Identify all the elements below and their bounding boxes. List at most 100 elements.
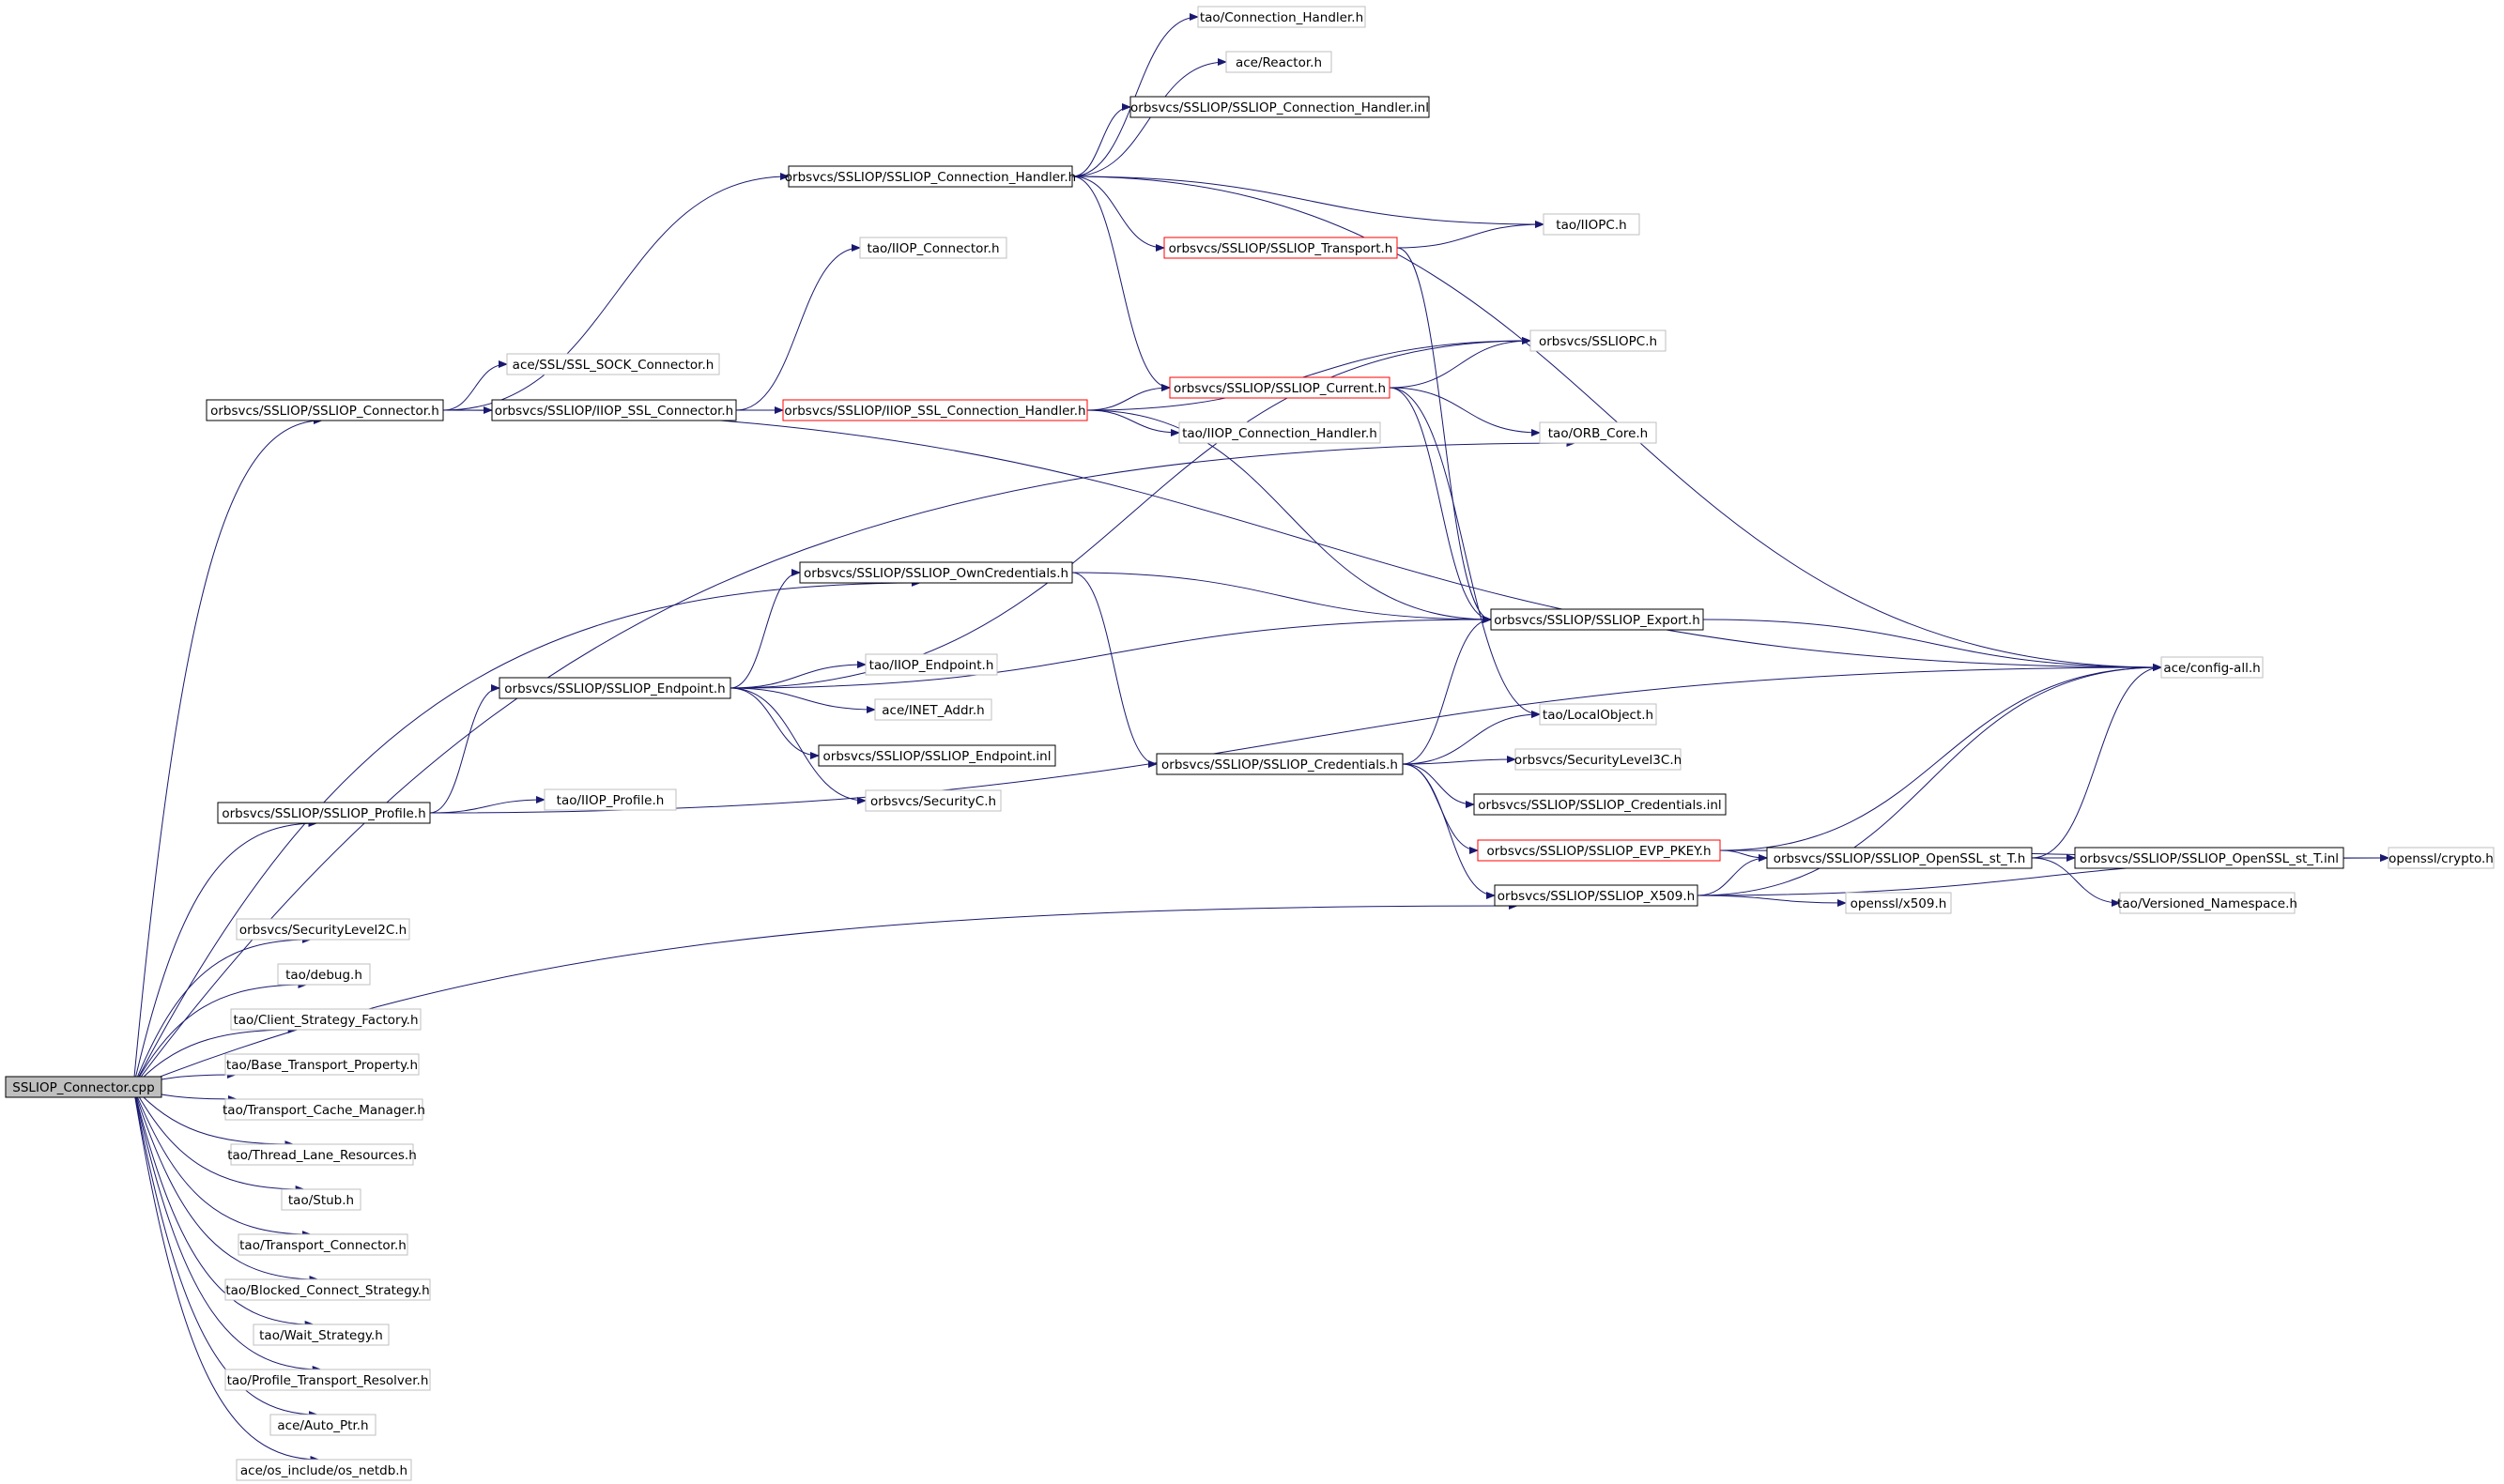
node-box — [1156, 753, 1404, 775]
edge-ssliop_credentials_h-to-ssliop_export_h — [1402, 616, 1492, 765]
edge-root-to-tao_orb_core_h — [132, 439, 1576, 1088]
node-tao-iiop-conn-handler-h[interactable]: tao/IIOP_Connection_Handler.h — [1178, 421, 1381, 444]
node-box — [1490, 608, 1704, 631]
node-root[interactable]: SSLIOP_Connector.cpp — [5, 1076, 162, 1098]
node-openssl-crypto-h[interactable]: openssl/crypto.h — [2388, 847, 2495, 869]
node-label: orbsvcs/SSLIOP/SSLIOP_X509.h — [1498, 889, 1695, 904]
edge-root-to-ssliop_owncred_h — [132, 579, 921, 1088]
edge-ssliop_transport_h-to-ssliop_export_h — [1396, 247, 1492, 623]
node-label: tao/Profile_Transport_Resolver.h — [227, 1373, 429, 1388]
edge-ssliop_owncred_h-to-ssliop_export_h — [1071, 572, 1492, 623]
edge-root-to-tao_blocked_connect_strategy_h — [132, 1086, 319, 1283]
node-ssliop-conn-handler-h[interactable]: orbsvcs/SSLIOP/SSLIOP_Connection_Handler… — [785, 165, 1076, 188]
node-box — [253, 1323, 390, 1346]
node-box — [206, 399, 444, 421]
edge-ssliop_x509_h-to-openssl_x509_h — [1697, 895, 1847, 907]
node-tao-versioned-namespace-h[interactable]: tao/Versioned_Namespace.h — [2117, 892, 2297, 914]
node-tao-iiop-profile-h[interactable]: tao/IIOP_Profile.h — [544, 788, 677, 811]
node-tao-profile-transport-resolver-h[interactable]: tao/Profile_Transport_Resolver.h — [224, 1369, 431, 1391]
node-ssliop-transport-h[interactable]: orbsvcs/SSLIOP/SSLIOP_Transport.h — [1163, 237, 1398, 259]
node-box — [236, 918, 410, 941]
node-ace-os-netdb-h[interactable]: ace/os_include/os_netdb.h — [236, 1459, 412, 1481]
node-box — [1539, 421, 1657, 444]
node-tao-iiop-connector-h[interactable]: tao/IIOP_Connector.h — [859, 237, 1007, 259]
node-label: tao/LocalObject.h — [1543, 708, 1653, 723]
node-ace-ssl-sock-connector-h[interactable]: ace/SSL/SSL_SOCK_Connector.h — [506, 353, 720, 375]
node-label: orbsvcs/SSLIOP/SSLIOP_OpenSSL_st_T.h — [1774, 851, 2026, 866]
node-label: tao/Blocked_Connect_Strategy.h — [225, 1283, 429, 1298]
node-ace-config-all-h[interactable]: ace/config-all.h — [2160, 656, 2264, 679]
node-securitylevel2c-h[interactable]: orbsvcs/SecurityLevel2C.h — [236, 918, 410, 941]
node-securitylevel3c-h[interactable]: orbsvcs/SecurityLevel3C.h — [1514, 748, 1682, 771]
node-ssliop-openssl-st-t-inl[interactable]: orbsvcs/SSLIOP/SSLIOP_OpenSSL_st_T.inl — [2074, 847, 2344, 869]
node-ssliop-conn-handler-inl[interactable]: orbsvcs/SSLIOP/SSLIOP_Connection_Handler… — [1129, 96, 1430, 118]
node-ssliop-credentials-h[interactable]: orbsvcs/SSLIOP/SSLIOP_Credentials.h — [1156, 753, 1404, 775]
edge-root-to-ace_os_netdb_h — [132, 1086, 320, 1463]
edge-root-to-tao_debug_h — [132, 981, 308, 1088]
node-label: tao/Connection_Handler.h — [1200, 10, 1363, 25]
node-iiop-ssl-conn-handler-h[interactable]: orbsvcs/SSLIOP/IIOP_SSL_Connection_Handl… — [782, 399, 1088, 421]
node-label: tao/IIOP_Connection_Handler.h — [1182, 426, 1377, 441]
node-ssliop-profile-h[interactable]: orbsvcs/SSLIOP/SSLIOP_Profile.h — [217, 802, 431, 824]
node-label: tao/IIOPC.h — [1556, 218, 1626, 233]
node-tao-stub-h[interactable]: tao/Stub.h — [281, 1188, 361, 1211]
node-sslipoc-h[interactable]: orbsvcs/SSLIOPC.h — [1529, 329, 1667, 352]
node-tao-conn-handler-h[interactable]: tao/Connection_Handler.h — [1197, 6, 1366, 28]
node-tao-transport-connector-h[interactable]: tao/Transport_Connector.h — [238, 1233, 408, 1256]
node-box — [865, 653, 998, 676]
node-ssliop-evp-pkey-h[interactable]: orbsvcs/SSLIOP/SSLIOP_EVP_PKEY.h — [1477, 839, 1721, 862]
node-box — [818, 744, 1056, 767]
node-tao-localobject-h[interactable]: tao/LocalObject.h — [1539, 703, 1657, 726]
node-ace-auto-ptr-h[interactable]: ace/Auto_Ptr.h — [269, 1414, 376, 1436]
edge-ssliop_profile_h-to-ssliop_endpoint_h — [429, 684, 500, 814]
node-ssliop-endpoint-inl[interactable]: orbsvcs/SSLIOP/SSLIOP_Endpoint.inl — [818, 744, 1056, 767]
node-tao-thread-lane-resources-h[interactable]: tao/Thread_Lane_Resources.h — [227, 1143, 417, 1166]
node-label: orbsvcs/SSLIOP/SSLIOP_OwnCredentials.h — [804, 566, 1068, 581]
node-openssl-x509-h[interactable]: openssl/x509.h — [1845, 892, 1952, 914]
nodes-layer: SSLIOP_Connector.cpp orbsvcs/SSLIOP/SSLIO… — [5, 6, 2495, 1481]
edge-ssliop_profile_h-to-tao_iiop_profile_h — [429, 796, 545, 814]
node-label: orbsvcs/SecurityLevel3C.h — [1514, 753, 1682, 768]
edge-ssliop_credentials_h-to-securitylevel3c_h — [1402, 756, 1516, 765]
node-ace-inet-addr-h[interactable]: ace/INET_Addr.h — [874, 698, 992, 721]
node-ssliop-openssl-st-t-h[interactable]: orbsvcs/SSLIOP/SSLIOP_OpenSSL_st_T.h — [1766, 847, 2033, 869]
node-label: orbsvcs/SSLIOP/SSLIOP_Profile.h — [222, 806, 425, 821]
node-ssliop-x509-h[interactable]: orbsvcs/SSLIOP/SSLIOP_X509.h — [1494, 884, 1698, 907]
node-box — [865, 789, 1002, 812]
edge-ssliop_current_h-to-ssliop_export_h — [1389, 387, 1492, 623]
node-box — [1494, 884, 1698, 907]
node-box — [1539, 703, 1657, 726]
node-ace-reactor-h[interactable]: ace/Reactor.h — [1225, 51, 1332, 73]
node-box — [506, 353, 720, 375]
node-ssliop-current-h[interactable]: orbsvcs/SSLIOP/SSLIOP_Current.h — [1169, 376, 1390, 399]
node-iiop-ssl-connector-h[interactable]: orbsvcs/SSLIOP/IIOP_SSL_Connector.h — [491, 399, 737, 421]
node-tao-iiopc-h[interactable]: tao/IIOPC.h — [1543, 213, 1640, 236]
edge-root-to-tao_client_strategy_factory_h — [132, 1026, 298, 1088]
node-tao-orb-core-h[interactable]: tao/ORB_Core.h — [1539, 421, 1657, 444]
node-tao-client-strategy-factory-h[interactable]: tao/Client_Strategy_Factory.h — [230, 1008, 422, 1031]
node-ssliop-export-h[interactable]: orbsvcs/SSLIOP/SSLIOP_Export.h — [1490, 608, 1704, 631]
node-tao-base-transport-property-h[interactable]: tao/Base_Transport_Property.h — [224, 1053, 420, 1076]
node-box — [2388, 847, 2495, 869]
node-tao-iiop-endpoint-h[interactable]: tao/IIOP_Endpoint.h — [865, 653, 998, 676]
node-label: orbsvcs/SSLIOP/SSLIOP_Current.h — [1174, 381, 1386, 396]
node-ssliop-credentials-inl[interactable]: orbsvcs/SSLIOP/SSLIOP_Credentials.inl — [1473, 793, 1727, 816]
node-box — [1197, 6, 1366, 28]
node-tao-debug-h[interactable]: tao/debug.h — [277, 963, 371, 986]
node-ssliop-connector-h[interactable]: orbsvcs/SSLIOP/SSLIOP_Connector.h — [206, 399, 444, 421]
edge-ssliop_openssl_st_t_h-to-ace_config_all_h — [2031, 664, 2162, 859]
node-box — [224, 1369, 431, 1391]
node-ssliop-endpoint-h[interactable]: orbsvcs/SSLIOP/SSLIOP_Endpoint.h — [499, 677, 731, 699]
node-tao-blocked-connect-strategy-h[interactable]: tao/Blocked_Connect_Strategy.h — [224, 1278, 431, 1301]
edge-iiop_ssl_conn_handler_h-to-tao_iiop_conn_handler_h — [1086, 409, 1180, 436]
edge-ssliop_conn_handler_h-to-ssliop_conn_handler_inl — [1071, 103, 1131, 177]
node-securityc-h[interactable]: orbsvcs/SecurityC.h — [865, 789, 1002, 812]
node-tao-transport-cache-manager-h[interactable]: tao/Transport_Cache_Manager.h — [223, 1098, 425, 1121]
node-box — [1766, 847, 2033, 869]
node-label: orbsvcs/SSLIOP/SSLIOP_OpenSSL_st_T.inl — [2080, 851, 2339, 866]
node-ssliop-owncred-h[interactable]: orbsvcs/SSLIOP/SSLIOP_OwnCredentials.h — [799, 561, 1073, 584]
edge-root-to-tao_wait_strategy_h — [132, 1086, 315, 1328]
node-tao-wait-strategy-h[interactable]: tao/Wait_Strategy.h — [253, 1323, 390, 1346]
node-label: orbsvcs/SSLIOP/SSLIOP_Endpoint.h — [504, 681, 725, 696]
